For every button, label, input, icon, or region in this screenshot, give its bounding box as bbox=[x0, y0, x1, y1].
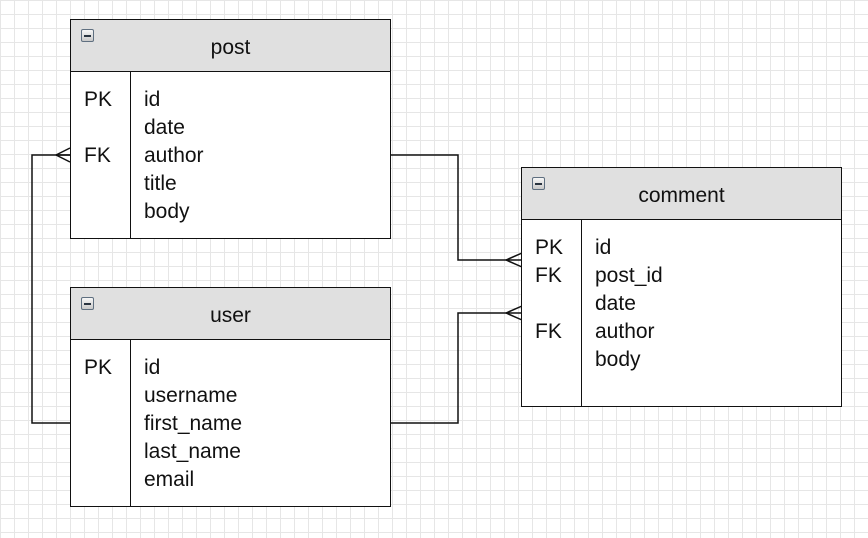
field-row[interactable]: username bbox=[144, 384, 238, 407]
entity-body: PK FK id date author title body bbox=[71, 72, 390, 238]
field-row[interactable]: last_name bbox=[144, 440, 241, 463]
key-cell bbox=[71, 198, 130, 226]
field-column: id post_id date author body bbox=[582, 220, 841, 406]
key-cell: FK bbox=[535, 320, 562, 343]
key-cell bbox=[522, 346, 581, 374]
connector-post-comment[interactable] bbox=[390, 154, 522, 261]
key-cell bbox=[71, 438, 130, 466]
key-cell: PK bbox=[535, 236, 564, 259]
collapse-minus-icon[interactable] bbox=[532, 177, 545, 190]
key-cell bbox=[71, 382, 130, 410]
key-cell: PK bbox=[84, 88, 113, 111]
field-row[interactable]: title bbox=[144, 172, 177, 195]
entity-header: user bbox=[71, 288, 390, 340]
field-column: id username first_name last_name email bbox=[131, 340, 390, 506]
collapse-minus-icon[interactable] bbox=[81, 297, 94, 310]
entity-title: post bbox=[210, 36, 251, 59]
connector-user-post[interactable] bbox=[31, 154, 70, 424]
entity-body: PK FK FK id post_id date author body bbox=[522, 220, 841, 406]
key-column: PK bbox=[71, 340, 131, 506]
field-row[interactable]: id bbox=[595, 236, 612, 259]
key-column: PK FK bbox=[71, 72, 131, 238]
field-row[interactable]: body bbox=[144, 200, 190, 223]
field-row[interactable]: id bbox=[144, 356, 161, 379]
field-column: id date author title body bbox=[131, 72, 390, 238]
key-cell bbox=[71, 170, 130, 198]
entity-user[interactable]: user PK id username first_name last_name… bbox=[70, 287, 391, 507]
field-row[interactable]: author bbox=[144, 144, 204, 167]
key-cell bbox=[522, 290, 581, 318]
entity-header: comment bbox=[522, 168, 841, 220]
key-cell: PK bbox=[84, 356, 113, 379]
key-cell bbox=[71, 466, 130, 494]
field-row[interactable]: date bbox=[144, 116, 185, 139]
entity-header: post bbox=[71, 20, 390, 72]
key-cell bbox=[71, 114, 130, 142]
connector-user-comment[interactable] bbox=[390, 312, 522, 424]
key-cell: FK bbox=[535, 264, 562, 287]
entity-title: comment bbox=[638, 184, 725, 207]
field-row[interactable]: date bbox=[595, 292, 636, 315]
entity-post[interactable]: post PK FK id date author title body bbox=[70, 19, 391, 239]
field-row[interactable]: email bbox=[144, 468, 195, 491]
crow-foot-comment-author bbox=[505, 305, 523, 321]
entity-comment[interactable]: comment PK FK FK id post_id date author … bbox=[521, 167, 842, 407]
key-cell: FK bbox=[84, 144, 111, 167]
collapse-minus-icon[interactable] bbox=[81, 29, 94, 42]
key-column: PK FK FK bbox=[522, 220, 582, 406]
field-row[interactable]: first_name bbox=[144, 412, 243, 435]
entity-title: user bbox=[210, 304, 251, 327]
crow-foot-comment-post-id bbox=[505, 252, 523, 268]
entity-body: PK id username first_name last_name emai… bbox=[71, 340, 390, 506]
key-cell bbox=[71, 410, 130, 438]
field-row[interactable]: post_id bbox=[595, 264, 663, 287]
field-row[interactable]: id bbox=[144, 88, 161, 111]
field-row[interactable]: body bbox=[595, 348, 641, 371]
crow-foot-post-author bbox=[55, 147, 71, 163]
field-row[interactable]: author bbox=[595, 320, 655, 343]
